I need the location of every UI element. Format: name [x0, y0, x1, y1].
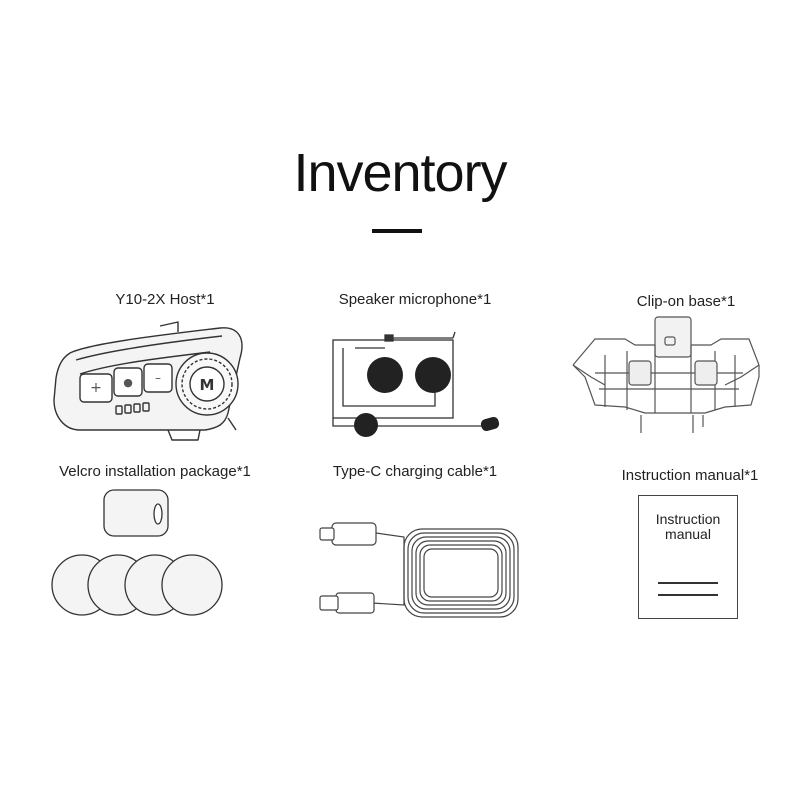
title-underline [372, 229, 422, 233]
manual-cover-line1: Instruction [655, 511, 721, 527]
manual-rule-2 [658, 594, 718, 596]
clip-on-base-illustration [565, 315, 765, 440]
svg-text:–: – [155, 371, 161, 385]
item-label-speaker-mic: Speaker microphone*1 [338, 291, 492, 308]
item-label-host: Y10-2X Host*1 [115, 291, 215, 308]
manual-rule-1 [658, 582, 718, 584]
item-label-manual: Instruction manual*1 [621, 467, 759, 484]
speaker-microphone-illustration [325, 330, 515, 440]
item-label-clip-base: Clip-on base*1 [636, 293, 736, 310]
page-title: Inventory [293, 143, 507, 203]
item-label-cable: Type-C charging cable*1 [332, 463, 498, 480]
svg-text:+: + [90, 380, 102, 396]
velcro-package-illustration [48, 488, 228, 618]
type-c-cable-illustration [312, 515, 527, 620]
item-label-velcro: Velcro installation package*1 [59, 463, 251, 480]
manual-cover-text: Instruction manual [639, 512, 737, 542]
svg-text:●: ● [123, 376, 133, 389]
host-device-illustration: + ● – M [50, 318, 250, 443]
host-logo: M [200, 376, 215, 394]
instruction-manual-illustration: Instruction manual [638, 495, 738, 619]
manual-cover-line2: manual [665, 526, 711, 542]
